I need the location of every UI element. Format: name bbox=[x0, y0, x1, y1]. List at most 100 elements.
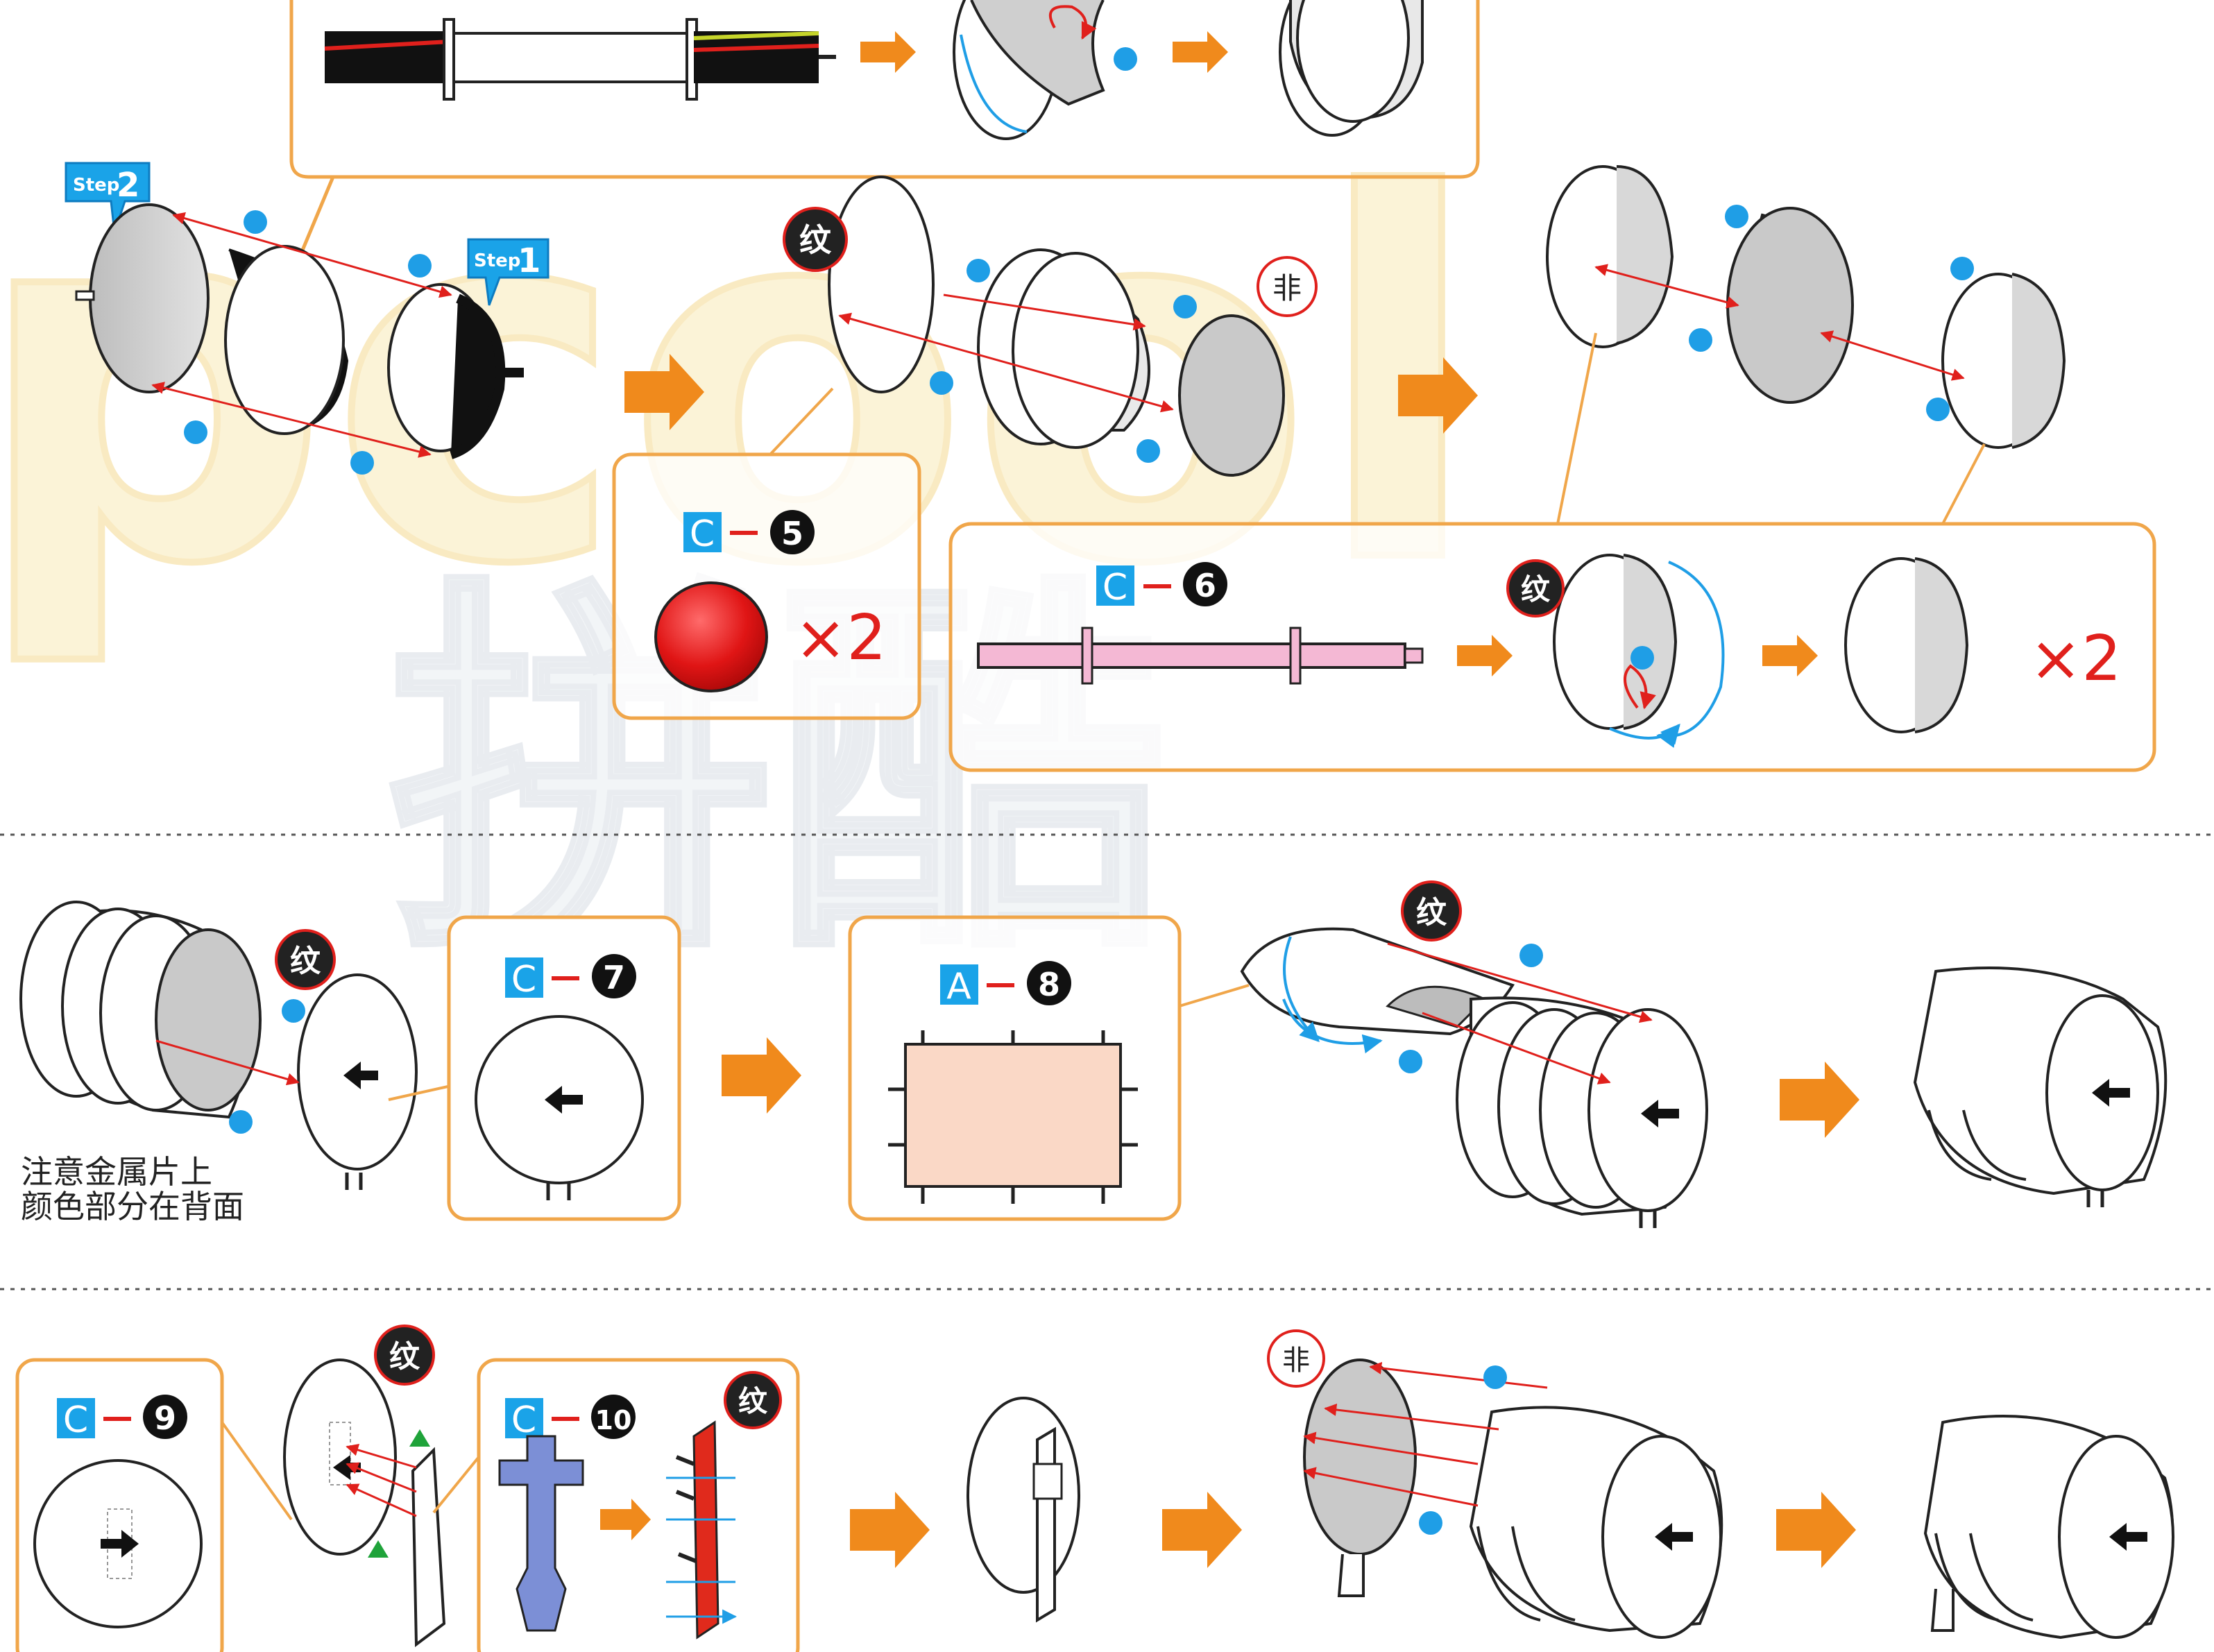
svg-text:纹: 纹 bbox=[799, 221, 832, 259]
dot-icon bbox=[184, 420, 207, 444]
ring-forming-illustration bbox=[1553, 554, 1725, 748]
dot-icon bbox=[1136, 439, 1160, 463]
dot-icon bbox=[967, 259, 990, 282]
step1-label: Step bbox=[474, 250, 520, 271]
mark-wen-badge: 纹 bbox=[1506, 559, 1565, 618]
dot-icon bbox=[1630, 646, 1654, 670]
drum-with-cover: 纹 bbox=[19, 901, 418, 1190]
dot-icon bbox=[1114, 47, 1137, 71]
ring-finished-illustration bbox=[1844, 557, 1969, 733]
flow-arrow-icon bbox=[850, 1492, 930, 1568]
mark-fei-badge: 非 bbox=[1257, 256, 1318, 317]
callout-part-c10: C 10 纹 bbox=[432, 1358, 800, 1652]
dot-icon bbox=[930, 371, 953, 395]
part-c9-number: 9 bbox=[154, 1399, 176, 1437]
dot-icon bbox=[244, 210, 267, 234]
part-c9-letter: C bbox=[63, 1399, 88, 1441]
ring-rolling-illustration bbox=[953, 0, 1105, 140]
step2-number: 2 bbox=[117, 166, 139, 205]
mark-wen-badge: 纹 bbox=[724, 1371, 782, 1429]
drum-capping-illustration: 非 bbox=[1267, 1329, 1723, 1639]
step2-label: Step bbox=[73, 175, 119, 196]
dot-icon bbox=[1483, 1365, 1507, 1389]
arrow-left-icon bbox=[545, 1086, 583, 1114]
svg-text:纹: 纹 bbox=[1416, 895, 1447, 930]
step-badge-1: Step 1 bbox=[467, 238, 550, 306]
note-line-2: 颜色部分在背面 bbox=[21, 1188, 244, 1225]
red-bracket-folded bbox=[666, 1420, 735, 1640]
flow-arrow-icon bbox=[1162, 1492, 1242, 1568]
mark-wen-badge: 纹 bbox=[783, 207, 848, 272]
mark-wen-badge: 纹 bbox=[374, 1325, 435, 1386]
flow-arrow-icon bbox=[1762, 635, 1818, 676]
part-c10-letter: C bbox=[511, 1399, 536, 1441]
drum-exploded-step2 bbox=[828, 176, 1285, 477]
part-c7-number: 7 bbox=[603, 959, 625, 996]
step1-number: 1 bbox=[518, 241, 540, 280]
callout-part-c6: C 6 纹 ×2 bbox=[948, 332, 2156, 772]
part-a8-letter: A bbox=[946, 966, 971, 1007]
part-c7-letter: C bbox=[511, 959, 536, 1000]
dot-icon bbox=[229, 1110, 253, 1134]
part-a8-number: 8 bbox=[1038, 966, 1060, 1003]
flow-arrow-icon bbox=[1398, 357, 1478, 434]
svg-text:纹: 纹 bbox=[389, 1339, 420, 1374]
drum-final-result bbox=[1923, 1415, 2174, 1640]
drum-wrapped-result bbox=[1913, 966, 2168, 1207]
flow-arrow-icon bbox=[1457, 635, 1513, 676]
cable-illustration bbox=[324, 18, 836, 101]
part-c5-letter: C bbox=[690, 513, 715, 555]
dot-icon bbox=[1173, 295, 1197, 318]
flow-arrow-icon bbox=[1173, 31, 1228, 73]
drum-exploded-step3 bbox=[1546, 165, 2066, 449]
dot-icon bbox=[350, 451, 374, 475]
part-c5-number: 5 bbox=[781, 515, 803, 552]
blue-bracket-part bbox=[498, 1435, 584, 1632]
arrow-left-icon bbox=[2092, 1079, 2130, 1107]
dot-icon bbox=[408, 254, 432, 278]
disc-with-bracket-illustration: 纹 bbox=[283, 1325, 446, 1647]
flow-arrow-icon bbox=[860, 31, 916, 73]
step-badge-2: Step 2 bbox=[65, 162, 151, 233]
arrow-left-icon bbox=[2109, 1523, 2147, 1551]
triangle-marker-icon bbox=[409, 1429, 430, 1447]
part-c6-number: 6 bbox=[1194, 567, 1216, 604]
dot-icon bbox=[1419, 1511, 1442, 1535]
callout-part-c5: C 5 ×2 bbox=[612, 387, 921, 720]
callout-part-a8: A 8 bbox=[848, 915, 1250, 1221]
arrow-left-icon bbox=[1655, 1523, 1693, 1551]
part-c6-letter: C bbox=[1102, 567, 1127, 608]
dot-icon bbox=[1399, 1050, 1422, 1073]
part-c6-qty: ×2 bbox=[2029, 622, 2122, 695]
flow-arrow-icon bbox=[722, 1037, 801, 1114]
callout-part-c9: C 9 bbox=[15, 1358, 293, 1652]
ring-finished-illustration bbox=[1279, 0, 1424, 137]
mark-wen-badge: 纹 bbox=[1401, 880, 1462, 942]
part-c5-qty: ×2 bbox=[794, 602, 887, 674]
svg-text:纹: 纹 bbox=[738, 1384, 768, 1418]
disc-bracket-assembled bbox=[967, 1397, 1080, 1623]
dot-icon bbox=[1519, 944, 1543, 967]
mark-wen-badge: 纹 bbox=[275, 929, 336, 990]
svg-text:纹: 纹 bbox=[290, 944, 321, 979]
arrow-right-icon bbox=[101, 1530, 139, 1558]
drum-wrapping-illustration: 纹 bbox=[1240, 880, 1708, 1228]
note-text: 注意金属片上 颜色部分在背面 bbox=[21, 1153, 244, 1225]
peach-sheet-part bbox=[888, 1030, 1138, 1204]
part-c10-number: 10 bbox=[595, 1405, 632, 1436]
callout-part-c7: C 7 bbox=[388, 915, 681, 1221]
dot-icon bbox=[1926, 398, 1950, 421]
flow-arrow-icon bbox=[624, 354, 704, 430]
drum-exploded-step1 bbox=[75, 203, 524, 459]
svg-text:非: 非 bbox=[1282, 1345, 1310, 1377]
flow-arrow-icon bbox=[1780, 1062, 1859, 1138]
triangle-marker-icon bbox=[368, 1540, 389, 1558]
arrow-left-icon bbox=[343, 1062, 378, 1089]
svg-text:非: 非 bbox=[1272, 271, 1302, 305]
arrow-left-icon bbox=[1641, 1100, 1679, 1127]
dot-icon bbox=[1689, 328, 1712, 352]
note-line-1: 注意金属片上 bbox=[21, 1153, 212, 1191]
red-button-part bbox=[654, 581, 768, 692]
flow-arrow-icon bbox=[1776, 1492, 1856, 1568]
